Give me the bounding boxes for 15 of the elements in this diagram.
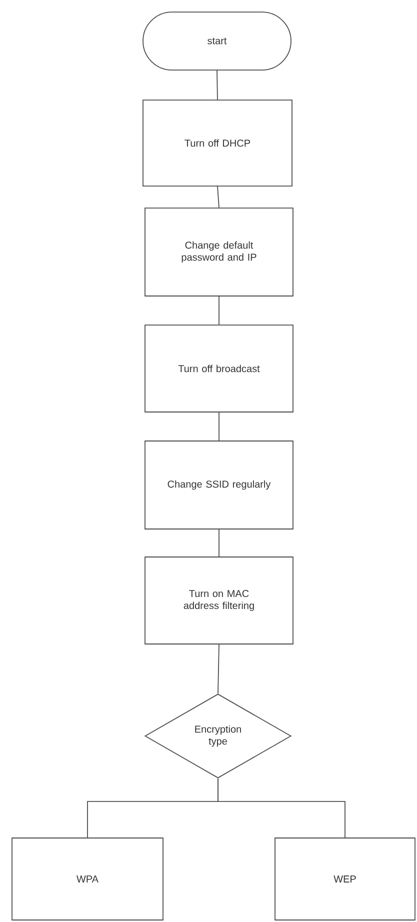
process-box: Turn off DHCP (142, 100, 292, 186)
process-box: Turn on MAC address filtering (144, 556, 294, 644)
connector-line (218, 778, 346, 838)
connector-line (217, 186, 220, 208)
process-box: Change default password and IP (144, 208, 294, 296)
connector-line (216, 70, 218, 100)
connector-line (218, 644, 220, 694)
connector-line (218, 296, 220, 325)
start-terminator: start (142, 12, 292, 70)
process-box: Turn off broadcast (144, 324, 294, 412)
process-box: WPA (12, 838, 164, 920)
process-box: Change SSID regularly (144, 440, 294, 530)
connector-line (218, 529, 220, 557)
process-box: WEP (274, 838, 416, 920)
connector-line (218, 412, 220, 441)
